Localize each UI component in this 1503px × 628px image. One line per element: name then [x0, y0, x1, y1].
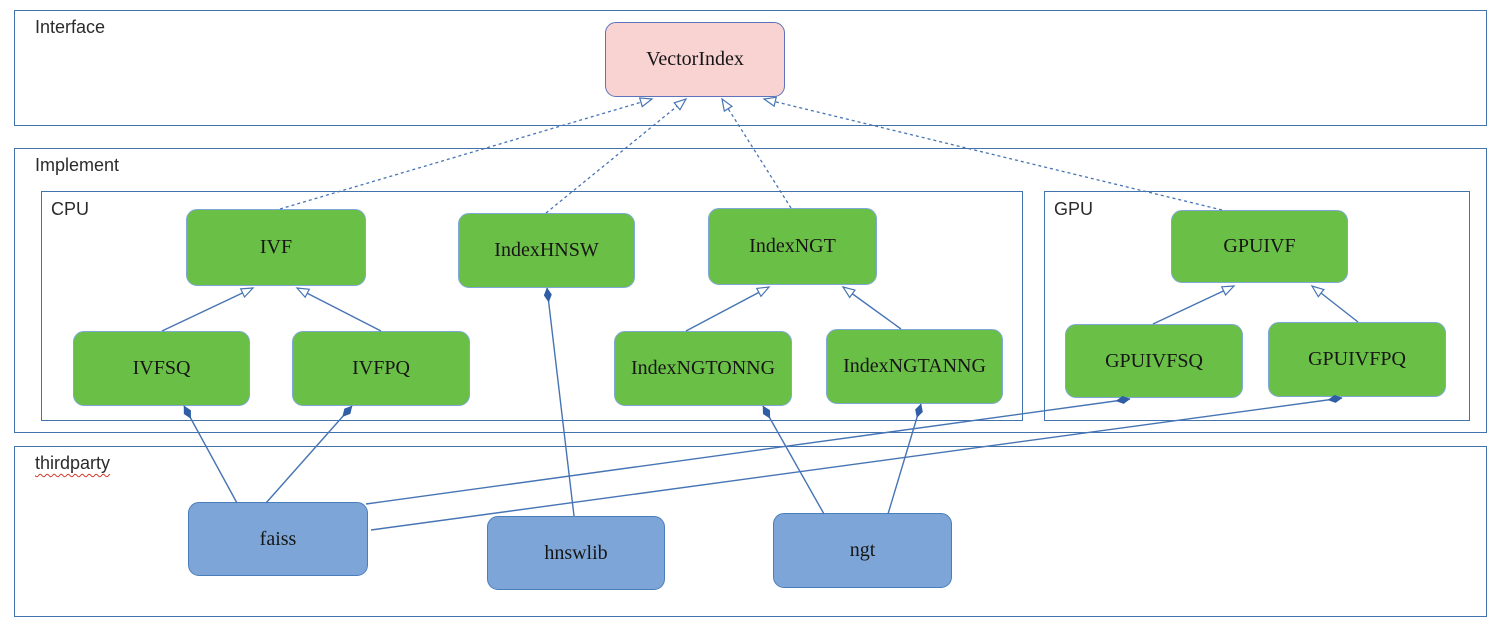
- node-label-hnswlib: hnswlib: [544, 541, 608, 564]
- node-vectorindex[interactable]: VectorIndex: [605, 22, 785, 97]
- node-label-ivfsq: IVFSQ: [132, 357, 191, 379]
- node-hnswlib[interactable]: hnswlib: [487, 516, 665, 590]
- node-faiss[interactable]: faiss: [188, 502, 368, 576]
- node-gpuivfpq[interactable]: GPUIVFPQ: [1268, 322, 1446, 397]
- group-label-cpu: CPU: [51, 199, 90, 219]
- node-label-indexhnsw: IndexHNSW: [494, 239, 599, 261]
- group-label-gpu: GPU: [1054, 199, 1094, 219]
- node-label-indexngt: IndexNGT: [749, 235, 836, 257]
- node-indexngtonng[interactable]: IndexNGTONNG: [614, 331, 792, 406]
- node-indexhnsw[interactable]: IndexHNSW: [458, 213, 635, 288]
- node-gpuivfsq[interactable]: GPUIVFSQ: [1065, 324, 1243, 398]
- node-label-ivf: IVF: [259, 236, 293, 258]
- node-label-ivfpq: IVFPQ: [352, 357, 410, 379]
- node-ivfpq[interactable]: IVFPQ: [292, 331, 470, 406]
- group-label-interface: Interface: [35, 17, 106, 37]
- node-ivf[interactable]: IVF: [186, 209, 366, 286]
- node-label-indexngtonng: IndexNGTONNG: [630, 357, 776, 379]
- group-label-thirdparty: thirdparty: [35, 453, 111, 473]
- node-indexngtanng[interactable]: IndexNGTANNG: [826, 329, 1003, 404]
- node-label-indexngtanng: IndexNGTANNG: [843, 355, 986, 377]
- node-ivfsq[interactable]: IVFSQ: [73, 331, 250, 406]
- node-label-faiss: faiss: [259, 527, 297, 550]
- node-indexngt[interactable]: IndexNGT: [708, 208, 877, 285]
- node-label-gpuivf: GPUIVF: [1223, 235, 1296, 257]
- group-label-implement: Implement: [35, 155, 120, 175]
- node-label-ngt: ngt: [849, 539, 876, 561]
- node-label-vectorindex: VectorIndex: [646, 48, 744, 70]
- node-ngt[interactable]: ngt: [773, 513, 952, 588]
- node-gpuivf[interactable]: GPUIVF: [1171, 210, 1348, 283]
- node-label-gpuivfsq: GPUIVFSQ: [1105, 349, 1203, 372]
- node-label-gpuivfpq: GPUIVFPQ: [1308, 348, 1406, 370]
